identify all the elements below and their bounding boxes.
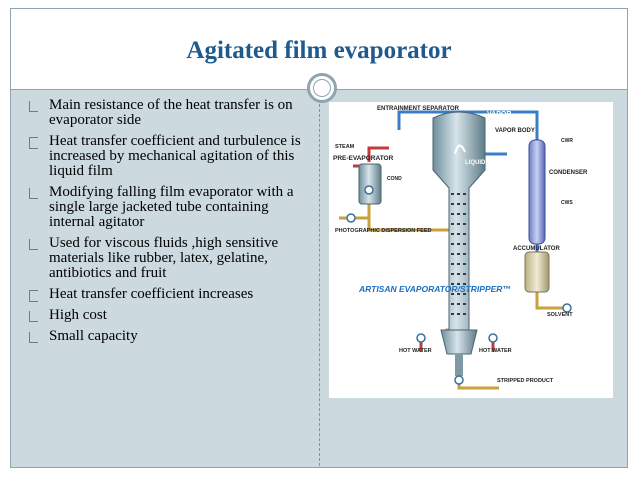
label-cwr: CWR [561, 138, 573, 144]
bullet-item: Main resistance of the heat transfer is … [27, 98, 317, 128]
label-entrainment-separator: ENTRAINMENT SEPARATOR [377, 106, 460, 112]
label-accumulator: ACCUMULATOR [513, 246, 560, 252]
bullet-marker-icon [29, 290, 38, 302]
label-brand: ARTISAN EVAPORATOR/STRIPPER™ [358, 284, 511, 294]
pre-evaporator-vessel [358, 163, 382, 205]
bullet-marker-icon [29, 188, 38, 199]
label-hot-water-left: HOT WATER [399, 348, 432, 354]
bullet-item: Small capacity [27, 329, 317, 344]
bullet-item: Heat transfer coefficient increases [27, 287, 317, 302]
valve-icons [346, 185, 572, 385]
label-steam: STEAM [335, 144, 355, 150]
bullet-text: Heat transfer coefficient and turbulence… [49, 133, 301, 179]
bullet-text: Main resistance of the heat transfer is … [49, 97, 293, 128]
label-cws: CWS [561, 200, 573, 206]
bullet-text: Heat transfer coefficient increases [49, 286, 254, 302]
column-divider [319, 94, 320, 466]
label-liquid: LIQUID [465, 160, 486, 166]
content-area: Main resistance of the heat transfer is … [11, 90, 627, 467]
bullet-text: High cost [49, 307, 107, 323]
bullet-item: Used for viscous fluids ,high sensitive … [27, 236, 317, 281]
bullet-list: Main resistance of the heat transfer is … [27, 98, 317, 350]
label-vapor: VAPOR [487, 111, 511, 118]
label-photographic-dispersion-feed: PHOTOGRAPHIC DISPERSION FEED [335, 228, 431, 234]
label-vapor-body: VAPOR BODY [495, 128, 535, 134]
slide-frame: Agitated film evaporator Main resistance… [10, 8, 628, 468]
bullet-text: Used for viscous fluids ,high sensitive … [49, 235, 279, 281]
label-hot-water-right: HOT WATER [479, 348, 512, 354]
label-stripped-product: STRIPPED PRODUCT [497, 378, 554, 384]
evaporator-diagram: ENTRAINMENT SEPARATOR VAPOR VAPOR BODY L… [329, 102, 613, 398]
condenser-vessel [528, 139, 546, 245]
divider-ring-icon [307, 73, 337, 103]
label-condenser: CONDENSER [549, 170, 588, 176]
bullet-item: High cost [27, 308, 317, 323]
bullet-text: Modifying falling film evaporator with a… [49, 184, 294, 230]
bullet-item: Heat transfer coefficient and turbulence… [27, 134, 317, 179]
main-column [432, 111, 486, 376]
label-pre-evaporator: PRE-EVAPORATOR [333, 155, 394, 162]
bullet-item: Modifying falling film evaporator with a… [27, 185, 317, 230]
bullet-marker-icon [29, 137, 38, 149]
bullet-text: Small capacity [49, 328, 138, 344]
bullet-marker-icon [29, 239, 38, 250]
accumulator-vessel [524, 251, 550, 293]
bullet-marker-icon [29, 311, 38, 322]
label-solvent: SOLVENT [547, 312, 573, 318]
slide-title: Agitated film evaporator [186, 37, 452, 64]
label-cond: COND [387, 176, 402, 182]
bullet-marker-icon [29, 101, 38, 112]
bullet-marker-icon [29, 332, 38, 343]
